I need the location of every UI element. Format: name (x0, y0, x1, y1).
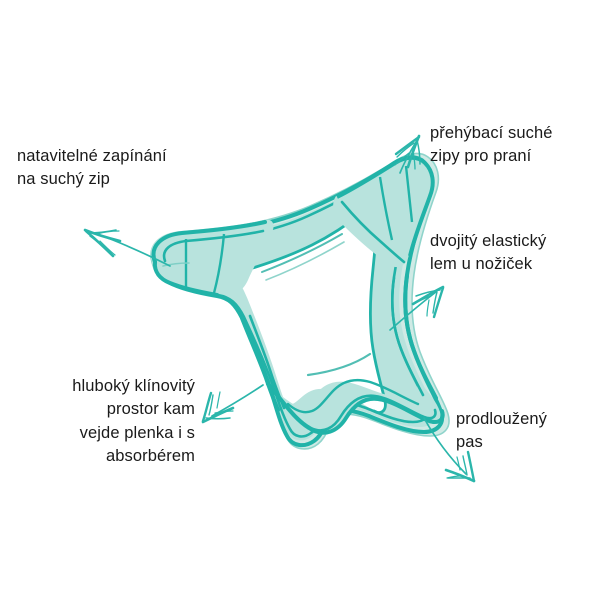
right-wing-inner-edge (340, 200, 406, 264)
right-wing-divider-1 (378, 176, 394, 241)
right-lower-inner-edge (390, 276, 425, 397)
diaper-shape-group (150, 152, 450, 450)
right-lower-edge (403, 274, 438, 400)
callout-foldable-tabs-label: přehýbací suché zipy pro praní (430, 124, 553, 166)
leg-elastic-inner-line (273, 390, 437, 432)
left-wing-velcro-hint (162, 262, 190, 267)
lower-left-edge (240, 316, 280, 412)
left-wing-fill (150, 219, 274, 294)
callout-elastic-hem-label: dvojitý elastický lem u nožiček (430, 232, 547, 274)
pocket-fold-line (261, 233, 343, 273)
leg-elastic-lower-line (286, 378, 420, 414)
lower-left-inner-edge (248, 314, 286, 410)
left-wing-tip-curve (152, 260, 219, 297)
leg-elastic-fill (272, 381, 441, 432)
left-wing-outline (151, 220, 267, 264)
right-wing-divider-2 (404, 165, 414, 223)
arrow-hook-loop (83, 228, 171, 267)
pocket-fold-line-2 (265, 241, 345, 281)
callout-extended-waist-label: prodloužený pas (456, 410, 547, 452)
callout-wedge-space-label: hluboký klínovitý prostor kam vejde plen… (72, 377, 195, 466)
right-wing-outline (336, 155, 435, 257)
left-wing-divider-2 (212, 233, 226, 294)
arrow-wedge-space (201, 384, 264, 424)
inner-pocket-white (234, 208, 385, 412)
arrow-foldable-tabs (394, 134, 421, 174)
callout-hook-loop-label: natavitelné zapínání na suchý zip (17, 147, 167, 189)
arrow-extended-waist (423, 417, 476, 483)
absorber-guide-line (306, 352, 372, 377)
arrow-elastic-hem (389, 285, 445, 331)
